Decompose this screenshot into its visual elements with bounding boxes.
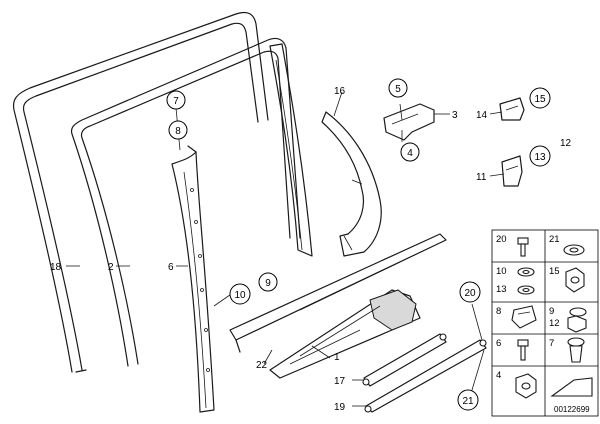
svg-text:15: 15 xyxy=(534,94,546,105)
callout-bubble-5: 5 xyxy=(388,78,408,98)
callout-bubble-7: 7 xyxy=(166,90,186,110)
gas-strut-lower xyxy=(364,339,487,413)
callout-1: 1 xyxy=(334,352,340,363)
callout-bubble-21: 21 xyxy=(457,389,479,411)
svg-text:9: 9 xyxy=(265,278,271,289)
mounting-bracket xyxy=(383,103,435,141)
window-regulator-rail xyxy=(229,233,447,353)
svg-text:4: 4 xyxy=(407,148,413,159)
svg-text:7: 7 xyxy=(173,96,179,107)
callout-17: 17 xyxy=(334,376,346,387)
washer-small-icon xyxy=(517,267,535,277)
grid-cell-21: 21 xyxy=(549,234,560,245)
door-seal-outer xyxy=(12,11,269,373)
callout-bubble-9: 9 xyxy=(258,272,278,292)
window-regulator xyxy=(269,289,421,379)
expansion-rivet-icon xyxy=(567,337,585,363)
svg-text:10: 10 xyxy=(234,290,246,301)
hardware-grid: 20 21 10 15 13 8 9 12 6 7 4 xyxy=(491,229,599,417)
callout-14: 14 xyxy=(476,110,488,121)
gas-strut-upper xyxy=(362,333,447,387)
window-guide-rail xyxy=(269,43,313,257)
svg-text:5: 5 xyxy=(395,84,401,95)
callout-bubble-13: 13 xyxy=(529,145,551,167)
grid-cell-8: 8 xyxy=(496,306,501,317)
callout-bubble-15: 15 xyxy=(529,87,551,109)
flange-nut-icon xyxy=(567,307,587,333)
callout-2: 2 xyxy=(108,262,114,273)
grid-cell-12: 12 xyxy=(549,318,560,329)
callout-bubble-8: 8 xyxy=(168,120,188,140)
callout-18: 18 xyxy=(50,262,62,273)
grid-cell-13: 13 xyxy=(496,284,507,295)
callout-12: 12 xyxy=(560,138,572,149)
grommet-icon xyxy=(517,285,535,295)
clip-nut-icon xyxy=(511,305,537,329)
callout-bubble-10: 10 xyxy=(229,283,251,305)
clip-lower xyxy=(501,155,523,187)
grid-cell-6: 6 xyxy=(496,338,501,349)
grid-cell-7: 7 xyxy=(549,338,554,349)
grid-cell-9: 9 xyxy=(549,306,554,317)
seal-strip-icon xyxy=(550,377,593,397)
grid-cell-20: 20 xyxy=(496,234,507,245)
callout-3: 3 xyxy=(452,110,458,121)
window-guide-channel xyxy=(171,145,215,413)
grid-cell-10: 10 xyxy=(496,266,507,277)
hex-nut-icon xyxy=(565,267,585,293)
reference-number: 00122699 xyxy=(554,405,590,414)
nut-icon xyxy=(515,373,537,399)
svg-text:8: 8 xyxy=(175,126,181,137)
washer-icon xyxy=(563,244,585,256)
grid-cell-4: 4 xyxy=(496,370,501,381)
support-bracket xyxy=(321,111,382,257)
callout-16: 16 xyxy=(334,86,346,97)
svg-text:21: 21 xyxy=(462,396,474,407)
callout-22: 22 xyxy=(256,360,268,371)
callout-bubble-4: 4 xyxy=(400,142,420,162)
clip-upper xyxy=(499,97,525,121)
callout-19: 19 xyxy=(334,402,346,413)
callout-bubble-20: 20 xyxy=(459,281,481,303)
window-channel-seal xyxy=(70,37,301,367)
bolt-icon xyxy=(517,237,529,257)
svg-text:13: 13 xyxy=(534,152,546,163)
grid-cell-15: 15 xyxy=(549,266,560,277)
screw-icon xyxy=(517,339,529,361)
callout-6: 6 xyxy=(168,262,174,273)
svg-text:20: 20 xyxy=(464,288,476,299)
callout-11: 11 xyxy=(476,172,487,183)
